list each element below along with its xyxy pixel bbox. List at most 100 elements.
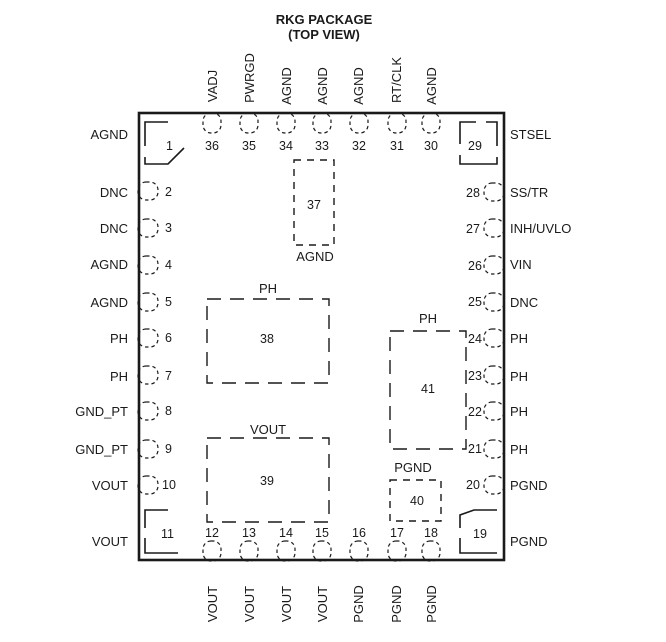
pin-30-name: AGND bbox=[424, 67, 439, 105]
pin-34: 34 AGND bbox=[276, 67, 296, 153]
pad-41-number: 41 bbox=[421, 382, 435, 396]
pin-16-name: PGND bbox=[351, 585, 366, 623]
pin-5-name: AGND bbox=[90, 295, 128, 310]
corner-pad-29 bbox=[459, 121, 498, 165]
pin-15-pad bbox=[312, 540, 332, 562]
pin-14-number: 14 bbox=[279, 526, 293, 540]
pin-22-number: 22 bbox=[468, 405, 482, 419]
pin-9-pad bbox=[137, 439, 159, 459]
pin-26-name: VIN bbox=[510, 257, 532, 272]
pin-20-number: 20 bbox=[466, 478, 480, 492]
pin-1-number: 1 bbox=[166, 139, 173, 153]
exposed-pad-39 bbox=[206, 437, 330, 523]
pin-29-name: STSEL bbox=[510, 127, 551, 142]
pin-16: 16 PGND bbox=[349, 526, 369, 623]
pin-24-name: PH bbox=[510, 331, 528, 346]
pin-10-number: 10 bbox=[162, 478, 176, 492]
pin-26-pad bbox=[483, 255, 505, 275]
pin-1-name: AGND bbox=[90, 127, 128, 142]
pin-33: 33 AGND bbox=[312, 67, 332, 153]
pin-13: 13 VOUT bbox=[239, 526, 259, 622]
pin-2-number: 2 bbox=[165, 185, 172, 199]
pin-21-name: PH bbox=[510, 442, 528, 457]
pin-18-name: PGND bbox=[424, 585, 439, 623]
pin-14: 14 VOUT bbox=[276, 526, 296, 622]
pin-31-name: RT/CLK bbox=[389, 57, 404, 103]
pin-32-name: AGND bbox=[351, 67, 366, 105]
pin-11-number: 11 bbox=[161, 527, 174, 541]
pin-33-number: 33 bbox=[315, 139, 329, 153]
pin-35-name: PWRGD bbox=[242, 53, 257, 103]
pin-35-pad bbox=[239, 112, 259, 134]
pin-25-name: DNC bbox=[510, 295, 538, 310]
pin-22-pad bbox=[483, 401, 505, 421]
pin-27-name: INH/UVLO bbox=[510, 221, 571, 236]
pin-16-number: 16 bbox=[352, 526, 366, 540]
corner-pad-11 bbox=[144, 509, 178, 554]
pin-8-name: GND_PT bbox=[75, 404, 128, 419]
pin-20-pad bbox=[483, 475, 505, 495]
pin-21-number: 21 bbox=[468, 442, 482, 456]
exposed-pad-38 bbox=[206, 298, 330, 384]
pin-4-number: 4 bbox=[165, 258, 172, 272]
pin-27-pad bbox=[483, 218, 505, 238]
pin-12-pad bbox=[202, 540, 222, 562]
pad-39-name: VOUT bbox=[250, 422, 286, 437]
pad-37-number: 37 bbox=[307, 198, 321, 212]
title-line-2: (TOP VIEW) bbox=[288, 27, 360, 42]
pad-40-number: 40 bbox=[410, 494, 424, 508]
pin-18-number: 18 bbox=[424, 526, 438, 540]
pin-34-name: AGND bbox=[279, 67, 294, 105]
pin-28-pad bbox=[483, 182, 505, 202]
pin-34-pad bbox=[276, 112, 296, 134]
pin-36-name: VADJ bbox=[205, 70, 220, 102]
pin-22-name: PH bbox=[510, 404, 528, 419]
pin-32-pad bbox=[349, 112, 369, 134]
pin-9-name: GND_PT bbox=[75, 442, 128, 457]
pin-24-number: 24 bbox=[468, 332, 482, 346]
title-line-1: RKG PACKAGE bbox=[276, 12, 373, 27]
pin-14-pad bbox=[276, 540, 296, 562]
pin-15: 15 VOUT bbox=[312, 526, 332, 622]
pin-10-pad bbox=[137, 475, 159, 495]
pin-30: 30 AGND bbox=[421, 67, 441, 153]
pin-23-number: 23 bbox=[468, 369, 482, 383]
pin-2-pad bbox=[137, 181, 159, 201]
pad-37-name: AGND bbox=[296, 249, 334, 264]
pin-3-pad bbox=[137, 218, 159, 238]
pin-6-pad bbox=[137, 328, 159, 348]
pin-34-number: 34 bbox=[279, 139, 293, 153]
pin-33-pad bbox=[312, 112, 332, 134]
pad-39-number: 39 bbox=[260, 474, 274, 488]
pin-3-number: 3 bbox=[165, 221, 172, 235]
pin-30-number: 30 bbox=[424, 139, 438, 153]
pin-33-name: AGND bbox=[315, 67, 330, 105]
pin-24-pad bbox=[483, 328, 505, 348]
pin-19-name: PGND bbox=[510, 534, 548, 549]
pin-14-name: VOUT bbox=[279, 586, 294, 622]
pin-18: 18 PGND bbox=[421, 526, 441, 623]
pin-31: 31 RT/CLK bbox=[387, 57, 407, 153]
pin-32: 32 AGND bbox=[349, 67, 369, 153]
pin-32-number: 32 bbox=[352, 139, 366, 153]
pin-17-pad bbox=[387, 540, 407, 562]
pin-21-pad bbox=[483, 439, 505, 459]
pin-8-pad bbox=[137, 401, 159, 421]
pin-5-pad bbox=[137, 292, 159, 312]
pin-3-name: DNC bbox=[100, 221, 128, 236]
pin-8-number: 8 bbox=[165, 404, 172, 418]
pin-9-number: 9 bbox=[165, 442, 172, 456]
pad-38-name: PH bbox=[259, 281, 277, 296]
pin-13-pad bbox=[239, 540, 259, 562]
pin-31-pad bbox=[387, 112, 407, 134]
pin-23-pad bbox=[483, 365, 505, 385]
pin-13-name: VOUT bbox=[242, 586, 257, 622]
pin-16-pad bbox=[349, 540, 369, 562]
pad-40-name: PGND bbox=[394, 460, 432, 475]
exposed-pad-41 bbox=[389, 330, 467, 450]
pin-4-name: AGND bbox=[90, 257, 128, 272]
pin-7-name: PH bbox=[110, 369, 128, 384]
pin-25-number: 25 bbox=[468, 295, 482, 309]
pin-25-pad bbox=[483, 292, 505, 312]
